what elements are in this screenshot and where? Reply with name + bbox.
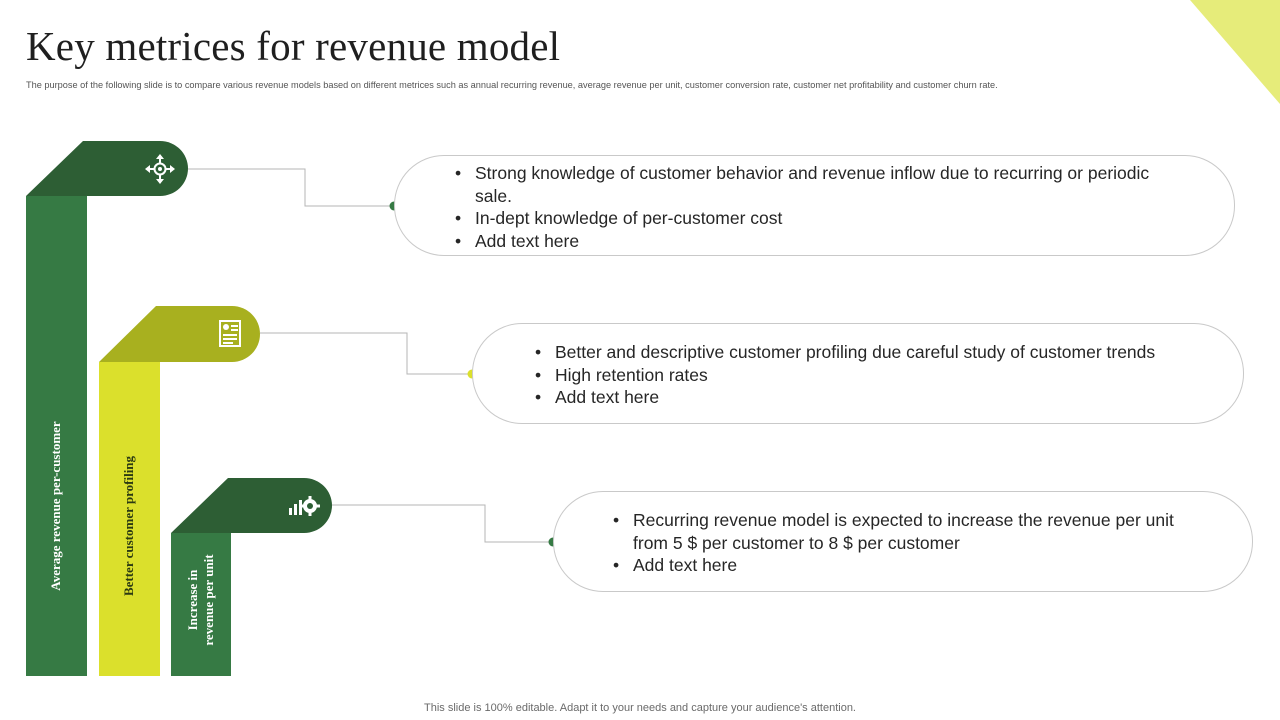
metric-card-3: Recurring revenue model is expected to i… (553, 491, 1253, 592)
metric-label-3: Increase in revenue per unit (185, 540, 217, 660)
metric-1-point-2: In-dept knowledge of per-customer cost (455, 207, 1174, 230)
page-title: Key metrices for revenue model (26, 23, 561, 69)
metric-bar-1 (26, 141, 188, 676)
connector-2 (260, 332, 477, 379)
metric-label-3-line-1: Increase in (185, 569, 200, 631)
metric-2-point-3: Add text here (535, 386, 1203, 409)
metric-1-point-1: Strong knowledge of customer behavior an… (455, 162, 1174, 207)
metric-1-point-3: Add text here (455, 230, 1174, 253)
metric-bar-3 (171, 478, 332, 676)
connector-1 (188, 168, 399, 211)
connector-3 (332, 504, 558, 547)
metric-3-point-2: Add text here (613, 554, 1212, 577)
growth-gear-icon (289, 496, 320, 516)
metric-2-point-2: High retention rates (535, 364, 1203, 387)
metric-label-3-line-2: revenue per unit (201, 554, 216, 646)
network-target-icon (145, 154, 175, 184)
page-subtitle: The purpose of the following slide is to… (26, 80, 998, 90)
metric-2-point-1: Better and descriptive customer profilin… (535, 341, 1203, 364)
metrics-diagram (26, 141, 558, 676)
metric-card-2: Better and descriptive customer profilin… (472, 323, 1244, 424)
metric-3-point-1: Recurring revenue model is expected to i… (613, 509, 1212, 554)
metric-label-1: Average revenue per-customer (48, 421, 63, 591)
profile-document-icon (219, 320, 241, 347)
metric-bar-2 (99, 306, 260, 676)
corner-decoration (1190, 0, 1280, 104)
metric-label-2: Better customer profiling (121, 455, 136, 597)
metric-card-1: Strong knowledge of customer behavior an… (394, 155, 1235, 256)
footer-note: This slide is 100% editable. Adapt it to… (424, 702, 856, 714)
